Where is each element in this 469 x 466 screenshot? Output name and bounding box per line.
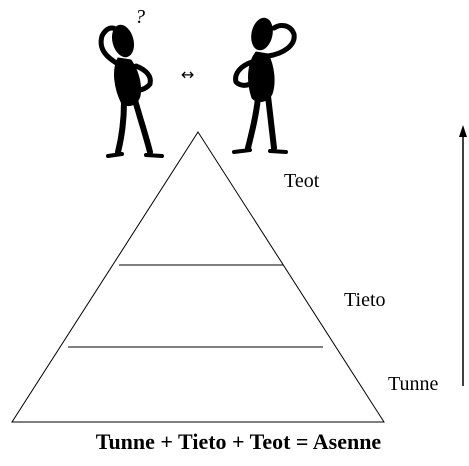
pyramid-outline [11, 131, 385, 423]
thinking-person-left-icon [98, 24, 164, 158]
level-label-tunne: Tunne [388, 373, 439, 395]
level-label-teot: Teot [284, 170, 320, 192]
thinking-person-right-icon [232, 17, 297, 154]
upward-arrow-icon [459, 125, 467, 386]
formula-caption: Tunne + Tieto + Teot = Asenne [95, 429, 382, 454]
question-mark-text: ? [135, 6, 145, 28]
exchange-arrow-text: ↔ [181, 65, 195, 84]
level-label-tieto: Tieto [344, 289, 386, 311]
